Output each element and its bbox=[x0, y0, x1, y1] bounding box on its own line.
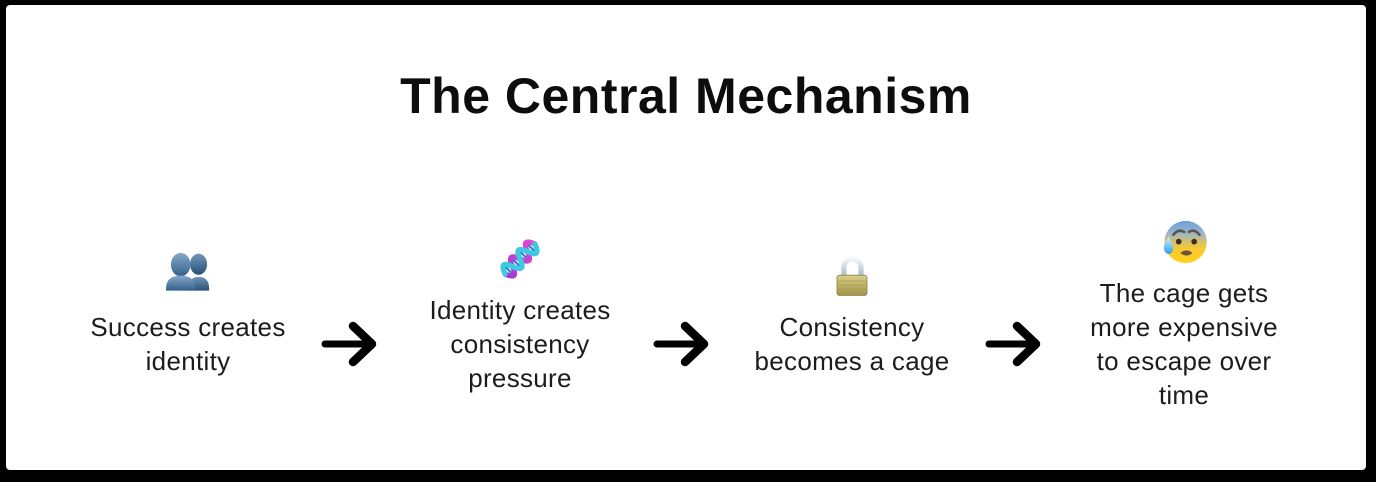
flow-step-success-creates-identity: Success creates identity bbox=[68, 250, 308, 378]
page-title: The Central Mechanism bbox=[400, 68, 972, 124]
flow-step-consistency-cage: Consistency becomes a cage bbox=[732, 250, 972, 378]
dna-helix-icon bbox=[500, 239, 540, 279]
flow-step-cage-expensive-escape: The cage gets more expensive to escape o… bbox=[1064, 216, 1304, 412]
padlock-icon bbox=[836, 256, 868, 296]
step-label: Success creates identity bbox=[90, 312, 286, 376]
arrow-right-icon bbox=[985, 321, 1041, 367]
anxious-face-with-sweat-icon bbox=[1163, 220, 1207, 264]
flow-step-identity-creates-pressure: Identity creates consistency pressure bbox=[400, 233, 640, 395]
arrow-right-icon bbox=[321, 321, 377, 367]
arrow-right-icon bbox=[653, 321, 709, 367]
diagram-canvas: The Central Mechanism bbox=[6, 5, 1366, 470]
step-label: Identity creates consistency pressure bbox=[429, 295, 611, 393]
step-label: The cage gets more expensive to escape o… bbox=[1090, 278, 1278, 410]
mechanism-flow: Success creates identity bbox=[6, 216, 1366, 412]
busts-in-silhouette-icon bbox=[166, 252, 210, 291]
step-label: Consistency becomes a cage bbox=[754, 312, 950, 376]
